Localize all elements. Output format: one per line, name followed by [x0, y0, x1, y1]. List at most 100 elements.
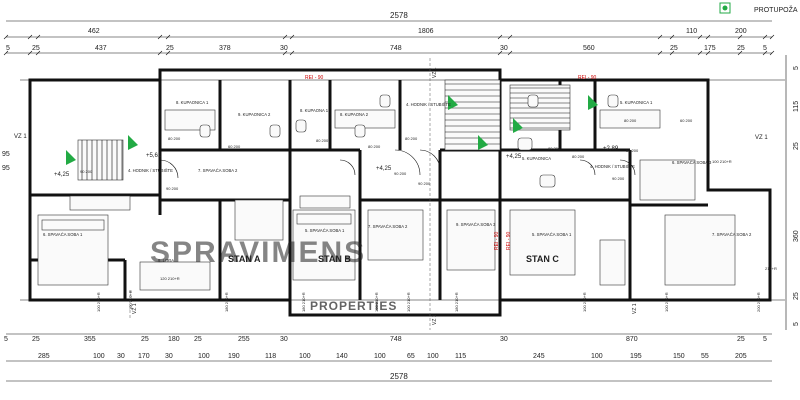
dim-bottom-total: 2578	[390, 372, 408, 381]
dim-right-5: 5	[793, 322, 800, 326]
svg-text:80 200: 80 200	[624, 118, 637, 123]
level-mark: +4,25	[54, 172, 70, 178]
room-label: 9. KUPAONICA 2	[238, 112, 271, 117]
dim-bot2-8: 100	[299, 353, 311, 360]
dim-bot2-16: 195	[630, 353, 642, 360]
dim-bot2-4: 30	[165, 353, 173, 360]
dim-right-0: 5	[793, 66, 800, 70]
dim-top-d10: 175	[704, 45, 716, 52]
svg-text:90 200: 90 200	[80, 169, 93, 174]
svg-text:90 200: 90 200	[166, 186, 179, 191]
section-mark: VZ 1	[632, 303, 638, 314]
dim-bot1-0: 5	[4, 336, 8, 343]
svg-text:100 210+R: 100 210+R	[406, 292, 411, 312]
dim-right-1: 115	[793, 101, 800, 112]
sanitary-icons	[199, 94, 619, 188]
dim-right-3: 360	[793, 230, 800, 242]
dim-bot2-0: 285	[38, 353, 50, 360]
dim-bot2-11: 65	[407, 353, 415, 360]
dim-top-mid-2: 110	[686, 28, 697, 35]
bed-c3	[639, 159, 696, 201]
dim-bot2-18: 55	[701, 353, 709, 360]
svg-text:90 200: 90 200	[612, 176, 625, 181]
apartment-label-c: STAN C	[526, 254, 559, 264]
section-mark: VZ 1	[755, 135, 768, 141]
room-label: 8. KUPAONICA 1	[176, 100, 209, 105]
loggia-table	[139, 261, 211, 291]
room-label: 5. SPAVAĆA SOBA 1	[305, 228, 345, 233]
dim-bot1-2: 355	[84, 336, 96, 343]
fire-door-icon	[588, 95, 598, 110]
room-label: 6. SPAVAĆA SOBA 3	[672, 160, 712, 165]
watermark-subtext: PROPERTIES	[310, 299, 397, 313]
section-mark: VZ 1	[432, 314, 438, 325]
svg-text:200 210+R: 200 210+R	[756, 292, 761, 312]
bed-c1	[509, 209, 576, 276]
bed-c2	[664, 214, 736, 286]
dim-bot2-13: 115	[455, 353, 466, 360]
svg-text:100 210+R: 100 210+R	[712, 159, 732, 164]
room-label: 4. HODNIK / STUBIŠTE	[590, 164, 635, 169]
dim-bot2-14: 245	[533, 353, 545, 360]
room-label: 4. HODNIK / STUBIŠTE	[128, 168, 173, 173]
dim-bot2-12: 100	[427, 353, 439, 360]
dim-top-mid-0: 462	[88, 28, 100, 35]
bed-a2	[234, 199, 284, 241]
dim-top-d5: 30	[280, 45, 288, 52]
svg-text:80 200: 80 200	[548, 146, 561, 151]
watermark-text: SPRAVIMENS	[150, 236, 366, 269]
svg-text:60 200: 60 200	[228, 144, 241, 149]
fire-rating: REI - 90	[305, 75, 324, 81]
dim-top-d11: 25	[737, 45, 745, 52]
room-label: 9. SPAVAĆA SOBA 3	[456, 222, 496, 227]
dim-bot2-3: 170	[138, 353, 150, 360]
apartment-label-a: STAN A	[228, 254, 261, 264]
dim-top-total: 2578	[390, 11, 408, 20]
dim-bot1-6: 255	[238, 336, 250, 343]
svg-text:100 210+R: 100 210+R	[374, 292, 379, 312]
dim-top-d2: 437	[95, 45, 107, 52]
dim-bot2-6: 190	[228, 353, 240, 360]
wardrobe-a	[69, 195, 131, 211]
dim-bot2-5: 100	[198, 353, 210, 360]
svg-text:100 210+R: 100 210+R	[582, 292, 587, 312]
room-label: 4. HODNIK / STUBIŠTE	[406, 102, 451, 107]
dimension-top: 2578 462 1806 110 200 5 25 437 25 378 30…	[3, 11, 775, 56]
svg-text:90 200: 90 200	[626, 148, 639, 153]
dim-bot2-15: 100	[591, 353, 603, 360]
dimension-right: 5 115 25 360 25 5	[785, 55, 800, 330]
dim-top-d6: 748	[390, 45, 402, 52]
svg-text:120 210+R: 120 210+R	[160, 276, 180, 281]
room-label: 6. SPAVAĆA SOBA 1	[43, 232, 83, 237]
room-label: 5. KUPAONICA	[522, 156, 551, 161]
legend-label: PROTUPOŽA	[754, 5, 798, 14]
room-label: 5. KUPAONICA 1	[620, 100, 653, 105]
dim-top-d9: 25	[670, 45, 678, 52]
dim-left-1: 95	[2, 165, 10, 172]
room-label: 8. KUPAONA 1	[300, 108, 329, 113]
dim-bot2-19: 205	[735, 353, 747, 360]
legend-dot-icon	[722, 5, 728, 11]
dim-bot2-7: 118	[265, 353, 276, 360]
dim-top-d7: 30	[500, 45, 508, 52]
stairs-b	[444, 79, 501, 151]
apartment-label-b: STAN B	[318, 254, 351, 264]
dimension-bottom: 5 25 355 25 180 25 255 30 748 30 870 25 …	[4, 333, 772, 382]
dim-bot1-4: 180	[168, 336, 180, 343]
svg-text:180 210+R: 180 210+R	[224, 292, 229, 312]
door-swings	[159, 149, 636, 179]
stairs-c	[509, 84, 571, 131]
svg-text:180 210+R: 180 210+R	[301, 292, 306, 312]
fire-rating: REI - 90	[506, 231, 512, 250]
section-mark: VZ 1	[432, 67, 438, 78]
fire-door-markers	[66, 95, 598, 165]
room-label: 7. SPAVAĆA SOBA 2	[712, 232, 752, 237]
dim-bot2-10: 100	[374, 353, 386, 360]
dim-top-mid-1: 1806	[418, 28, 434, 35]
svg-text:100 210+R: 100 210+R	[128, 290, 133, 310]
svg-text:90 200: 90 200	[394, 171, 407, 176]
interior-walls	[30, 80, 708, 300]
section-mark: VZ 1	[132, 303, 138, 314]
dim-bot1-3: 25	[141, 336, 149, 343]
